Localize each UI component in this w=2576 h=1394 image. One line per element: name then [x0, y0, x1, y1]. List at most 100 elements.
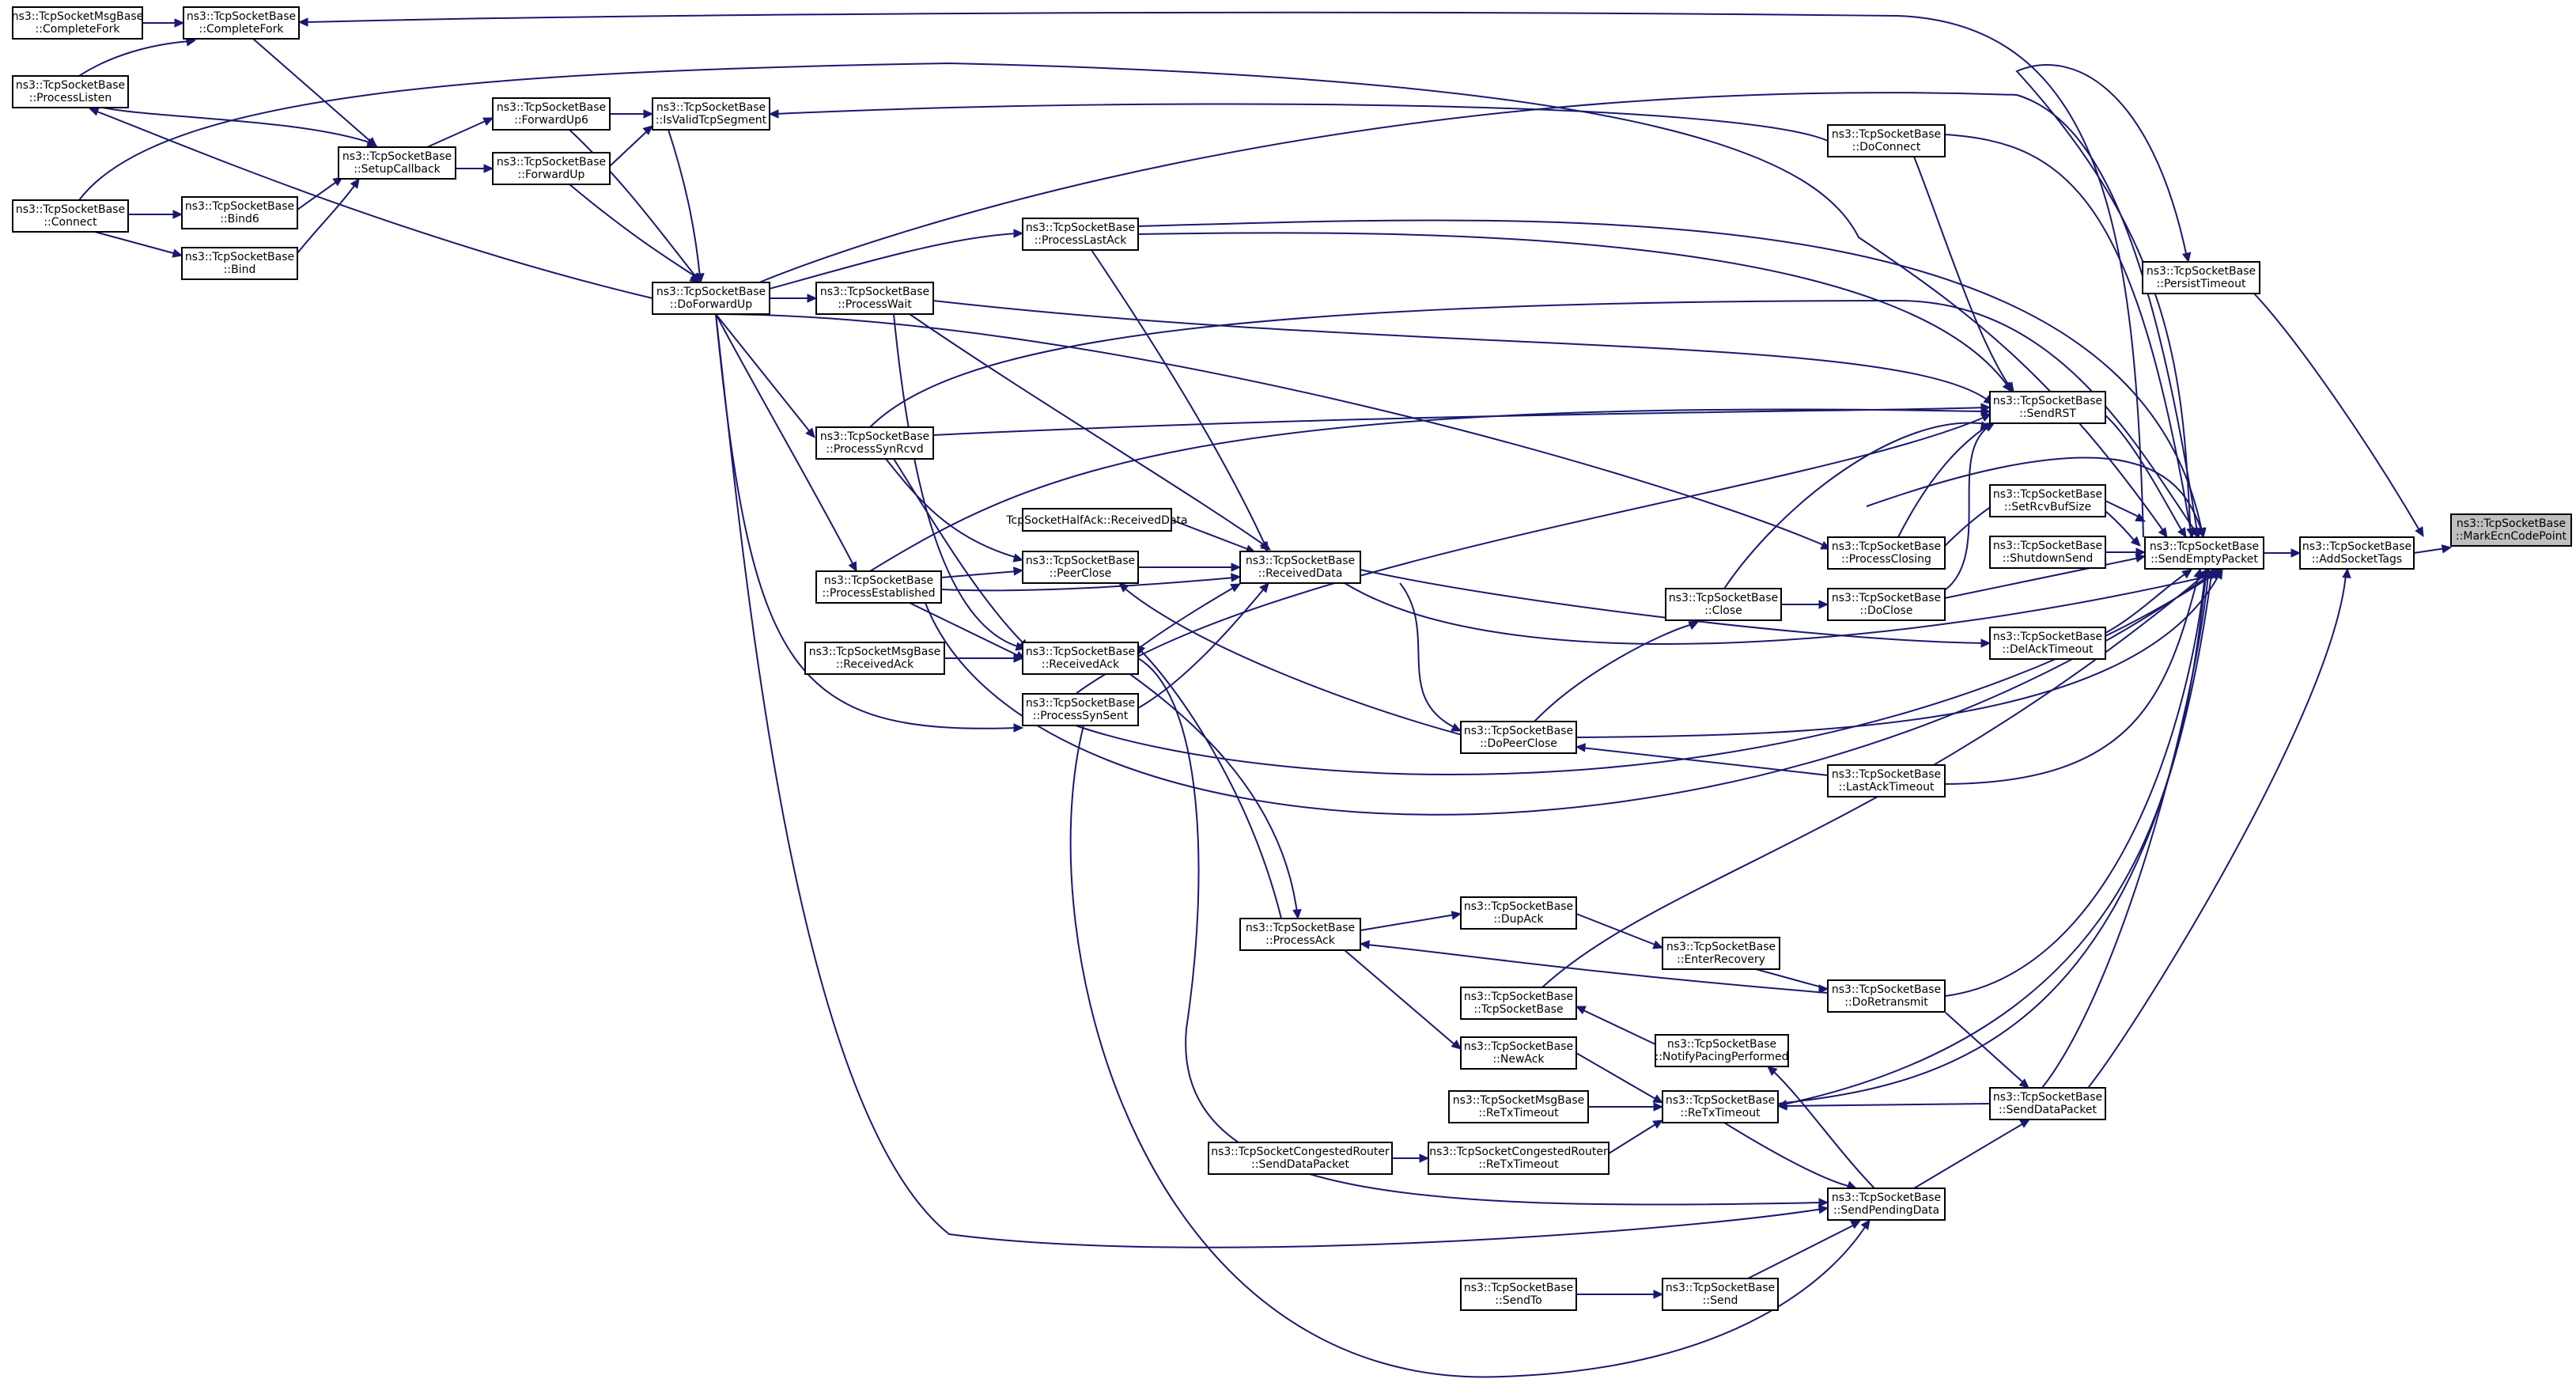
node-doconnect[interactable]: ns3::TcpSocketBase::DoConnect	[1827, 124, 1946, 157]
edge-connect-to-sendempty	[78, 62, 2168, 538]
edge-line	[715, 313, 1823, 1248]
edge-line	[1137, 657, 1823, 1206]
node-box	[1208, 1142, 1393, 1175]
edge-line	[1755, 968, 1829, 990]
arrowhead-icon	[805, 427, 815, 438]
node-isvalid[interactable]: ns3::TcpSocketBase::IsValidTcpSegment	[652, 97, 770, 131]
node-congsend[interactable]: ns3::TcpSocketCongestedRouter::SendDataP…	[1208, 1142, 1393, 1175]
edge-setrcvbufsize-to-sendempty	[2105, 500, 2147, 522]
node-label-line: ::TcpSocketBase	[1473, 1003, 1563, 1016]
node-sendempty[interactable]: ns3::TcpSocketBase::SendEmptyPacket	[2144, 536, 2264, 570]
node-halfack[interactable]: TcpSocketHalfAck::ReceivedData	[1005, 508, 1188, 532]
node-congretx[interactable]: ns3::TcpSocketCongestedRouter::ReTxTimeo…	[1428, 1142, 1610, 1175]
node-label-line: ::PeerClose	[1050, 567, 1112, 580]
edge-line	[426, 119, 488, 148]
node-label-line: ::ReTxTimeout	[1680, 1107, 1761, 1119]
node-processwait[interactable]: ns3::TcpSocketBase::ProcessWait	[815, 282, 934, 315]
node-label-line: ns3::TcpSocketBase	[824, 574, 933, 587]
edge-line	[1575, 1052, 1658, 1100]
node-close[interactable]: ns3::TcpSocketBase::Close	[1665, 588, 1782, 621]
edge-line	[1360, 569, 1985, 644]
node-sendpendingdata[interactable]: ns3::TcpSocketBase::SendPendingData	[1827, 1188, 1946, 1221]
node-label-line: ::ReTxTimeout	[1478, 1158, 1559, 1171]
edge-line	[1575, 913, 1658, 946]
node-enterrecovery[interactable]: ns3::TcpSocketBase::EnterRecovery	[1662, 937, 1780, 970]
node-box	[1239, 551, 1361, 584]
node-forwardup6[interactable]: ns3::TcpSocketBase::ForwardUp6	[492, 97, 611, 131]
arrowhead-icon	[350, 178, 360, 189]
edge-line	[932, 300, 1990, 402]
node-box	[1989, 1087, 2106, 1120]
edge-line	[719, 313, 1826, 547]
node-senddatapacket[interactable]: ns3::TcpSocketBase::SendDataPacket	[1989, 1087, 2106, 1120]
edge-processsynsent-to-sendpendingdata	[1069, 725, 1871, 1378]
edge-line	[1137, 586, 1266, 709]
node-connect[interactable]: ns3::TcpSocketBase::Connect	[12, 199, 129, 233]
node-processclosing[interactable]: ns3::TcpSocketBase::ProcessClosing	[1827, 536, 1946, 570]
node-doretransmit[interactable]: ns3::TcpSocketBase::DoRetransmit	[1827, 979, 1946, 1013]
node-sendrst[interactable]: ns3::TcpSocketBase::SendRST	[1989, 391, 2106, 424]
node-retxtimeout[interactable]: ns3::TcpSocketBase::ReTxTimeout	[1662, 1090, 1779, 1123]
node-doperclose[interactable]: ns3::TcpSocketBase::DoPeerClose	[1460, 721, 1577, 754]
node-box	[1989, 536, 2106, 569]
node-addsockettags[interactable]: ns3::TcpSocketBase::AddSocketTags	[2299, 536, 2415, 570]
node-setrcvbufsize[interactable]: ns3::TcpSocketBase::SetRcvBufSize	[1989, 484, 2106, 517]
node-processlisten[interactable]: ns3::TcpSocketBase::ProcessListen	[12, 75, 129, 108]
node-processsynrcvd[interactable]: ns3::TcpSocketBase::ProcessSynRcvd	[815, 426, 934, 460]
node-lastacktimeout[interactable]: ns3::TcpSocketBase::LastAckTimeout	[1827, 764, 1946, 797]
node-peerclose[interactable]: ns3::TcpSocketBase::PeerClose	[1022, 551, 1139, 584]
arrowhead-icon	[1818, 600, 1829, 609]
arrowhead-icon	[2214, 568, 2223, 580]
node-setupcallback[interactable]: ns3::TcpSocketBase::SetupCallback	[338, 146, 456, 180]
node-label-line: ns3::TcpSocketBase	[1666, 1094, 1775, 1107]
node-delacktimeout[interactable]: ns3::TcpSocketBase::DelAckTimeout	[1989, 627, 2106, 660]
node-box	[1827, 536, 1946, 570]
node-box	[2450, 513, 2572, 547]
node-box	[1022, 508, 1172, 532]
node-receivedack[interactable]: ns3::TcpSocketBase::ReceivedAck	[1022, 642, 1139, 675]
node-box	[1827, 764, 1946, 797]
edge-processclosing-to-sendrst	[1897, 422, 1994, 538]
node-processestablished[interactable]: ns3::TcpSocketBase::ProcessEstablished	[815, 570, 942, 604]
edge-line	[2015, 64, 2192, 538]
node-persisttimeout[interactable]: ns3::TcpSocketBase::PersistTimeout	[2142, 261, 2260, 294]
node-notifypacing[interactable]: ns3::TcpSocketBase::NotifyPacingPerforme…	[1655, 1034, 1789, 1067]
edge-sendpendingdata-to-senddatapacket	[1913, 1119, 2031, 1189]
node-sendto[interactable]: ns3::TcpSocketBase::SendTo	[1460, 1278, 1577, 1311]
edge-line	[1365, 944, 1829, 994]
node-msgreceivedack[interactable]: ns3::TcpSocketMsgBase::ReceivedAck	[804, 642, 945, 675]
node-processack[interactable]: ns3::TcpSocketBase::ProcessAck	[1239, 918, 1361, 951]
node-markecn[interactable]: ns3::TcpSocketBase::MarkEcnCodePoint	[2450, 513, 2572, 547]
edge-line	[769, 233, 1018, 290]
edge-delacktimeout-to-sendempty	[2105, 569, 2192, 634]
node-box	[1827, 588, 1946, 621]
node-receiveddata[interactable]: ns3::TcpSocketBase::ReceivedData	[1239, 551, 1361, 584]
node-label-line: ::ShutdownSend	[2003, 552, 2094, 565]
node-shutdownsend[interactable]: ns3::TcpSocketBase::ShutdownSend	[1989, 536, 2106, 569]
node-label-line: ns3::TcpSocketBase	[2457, 517, 2566, 530]
node-tcpsocketbase[interactable]: ns3::TcpSocketBase::TcpSocketBase	[1460, 987, 1577, 1020]
node-label-line: ::DoConnect	[1852, 141, 1921, 153]
node-msgcompletefork[interactable]: ns3::TcpSocketMsgBase::CompleteFork	[12, 6, 143, 40]
node-msgretx[interactable]: ns3::TcpSocketMsgBase::ReTxTimeout	[1448, 1090, 1589, 1123]
node-doforwardup[interactable]: ns3::TcpSocketBase::DoForwardUp	[652, 282, 770, 315]
node-forwardup[interactable]: ns3::TcpSocketBase::ForwardUp	[492, 152, 611, 185]
edge-line	[1069, 725, 1867, 1378]
node-label-line: ::EnterRecovery	[1677, 953, 1765, 966]
arrowhead-icon	[1231, 573, 1242, 582]
node-processlastack[interactable]: ns3::TcpSocketBase::ProcessLastAck	[1022, 218, 1139, 251]
node-dupack[interactable]: ns3::TcpSocketBase::DupAck	[1460, 896, 1577, 930]
edge-connect-to-bind	[94, 231, 183, 258]
edge-receiveddata-to-doperclose	[1399, 582, 1462, 732]
edge-doforwardup-to-processlisten	[88, 107, 653, 299]
node-label-line: ::NewAck	[1492, 1053, 1545, 1066]
node-completefork[interactable]: ns3::TcpSocketBase::CompleteFork	[183, 6, 300, 40]
node-bind6[interactable]: ns3::TcpSocketBase::Bind6	[181, 196, 298, 229]
node-send[interactable]: ns3::TcpSocketBase::Send	[1662, 1278, 1779, 1311]
node-box	[1827, 979, 1946, 1013]
node-doclose[interactable]: ns3::TcpSocketBase::DoClose	[1827, 588, 1946, 621]
node-newack[interactable]: ns3::TcpSocketBase::NewAck	[1460, 1036, 1577, 1070]
node-processsynsent[interactable]: ns3::TcpSocketBase::ProcessSynSent	[1022, 693, 1139, 726]
node-label-line: ::ProcessClosing	[1841, 553, 1931, 566]
node-bind[interactable]: ns3::TcpSocketBase::Bind	[181, 247, 298, 280]
